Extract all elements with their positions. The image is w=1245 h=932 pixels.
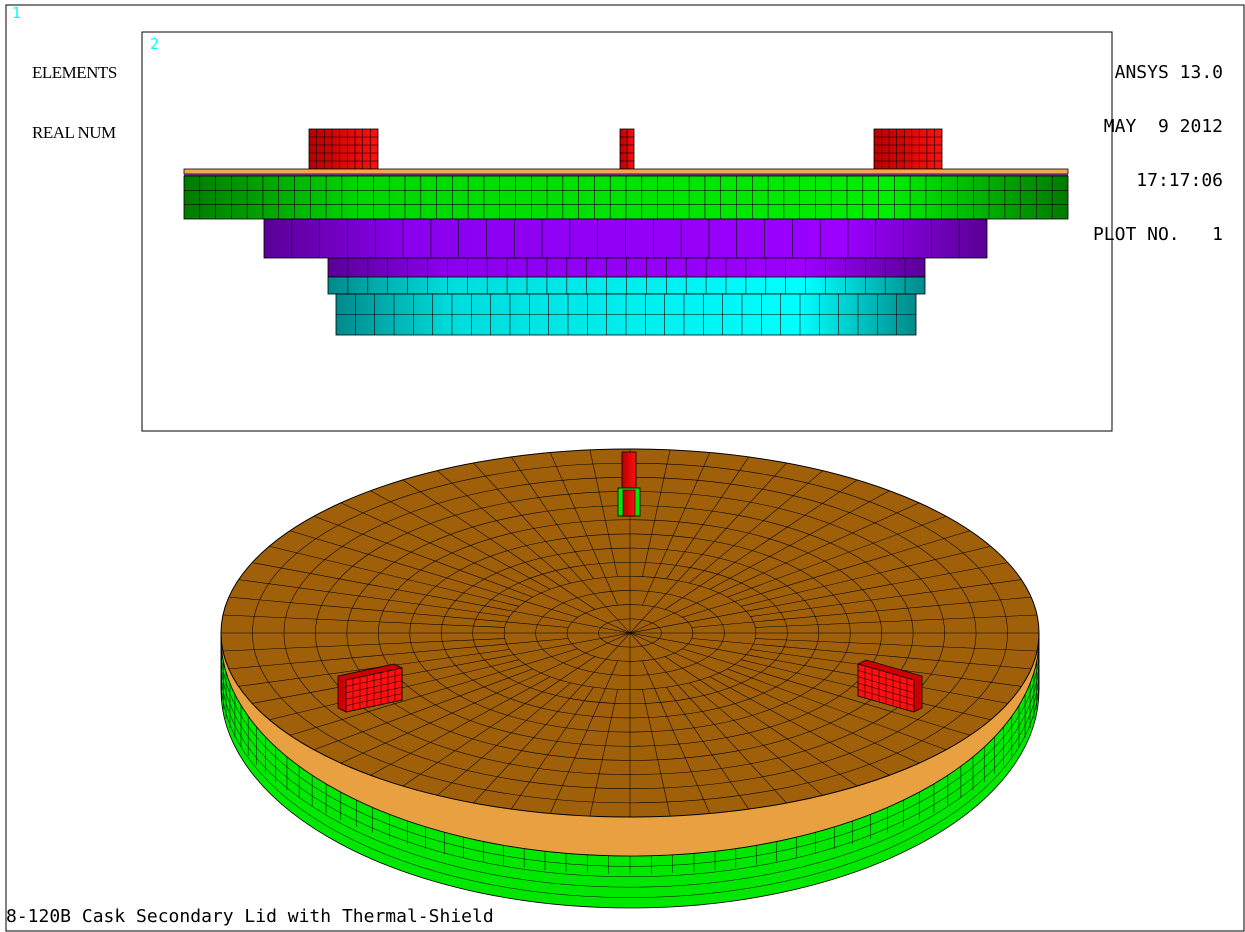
side-view-red-block-right [873, 128, 943, 170]
window-1-frame [5, 4, 1245, 932]
iso-red-post-lower [622, 489, 636, 517]
side-view [183, 128, 1069, 336]
plot-date: MAY 9 2012 [1103, 116, 1223, 137]
window-number-2: 2 [150, 35, 160, 53]
plot-legend: ELEMENTS REAL NUM [32, 30, 117, 167]
window-number-1: 1 [12, 4, 22, 22]
program-version: ANSYS 13.0 [1114, 62, 1223, 83]
plot-time: 17:17:06 [1136, 170, 1223, 191]
legend-real-num: REAL NUM [32, 123, 116, 142]
plot-info: ANSYS 13.0 MAY 9 2012 17:17:06 PLOT NO. … [1093, 28, 1223, 262]
plot-title: 8-120B Cask Secondary Lid with Thermal-S… [6, 906, 494, 927]
legend-elements: ELEMENTS [32, 63, 117, 82]
side-view-red-block-left [308, 128, 379, 170]
side-view-purple-liner [184, 174, 1068, 176]
side-view-thermal-shield [183, 168, 1069, 175]
window-2-frame [141, 31, 1113, 432]
plot-number: PLOT NO. 1 [1092, 224, 1223, 245]
isometric-view [220, 448, 1040, 909]
